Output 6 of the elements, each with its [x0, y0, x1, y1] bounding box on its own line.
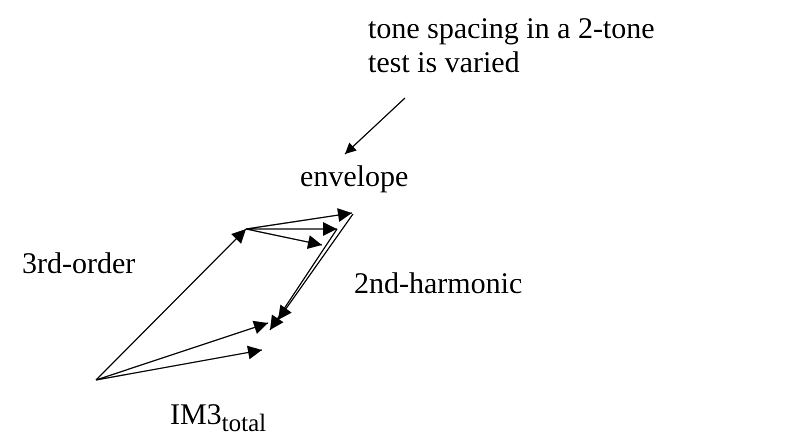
- annotation-text: tone spacing in a 2-tone test is varied: [368, 12, 698, 80]
- vector-label: 2nd-harmonic: [354, 267, 522, 301]
- leader-arrow: [344, 98, 406, 154]
- vector-label: 3rd-order: [22, 247, 136, 281]
- vector-label: IM3$_{total}$: [170, 398, 266, 439]
- vector-label: envelope: [300, 160, 410, 194]
